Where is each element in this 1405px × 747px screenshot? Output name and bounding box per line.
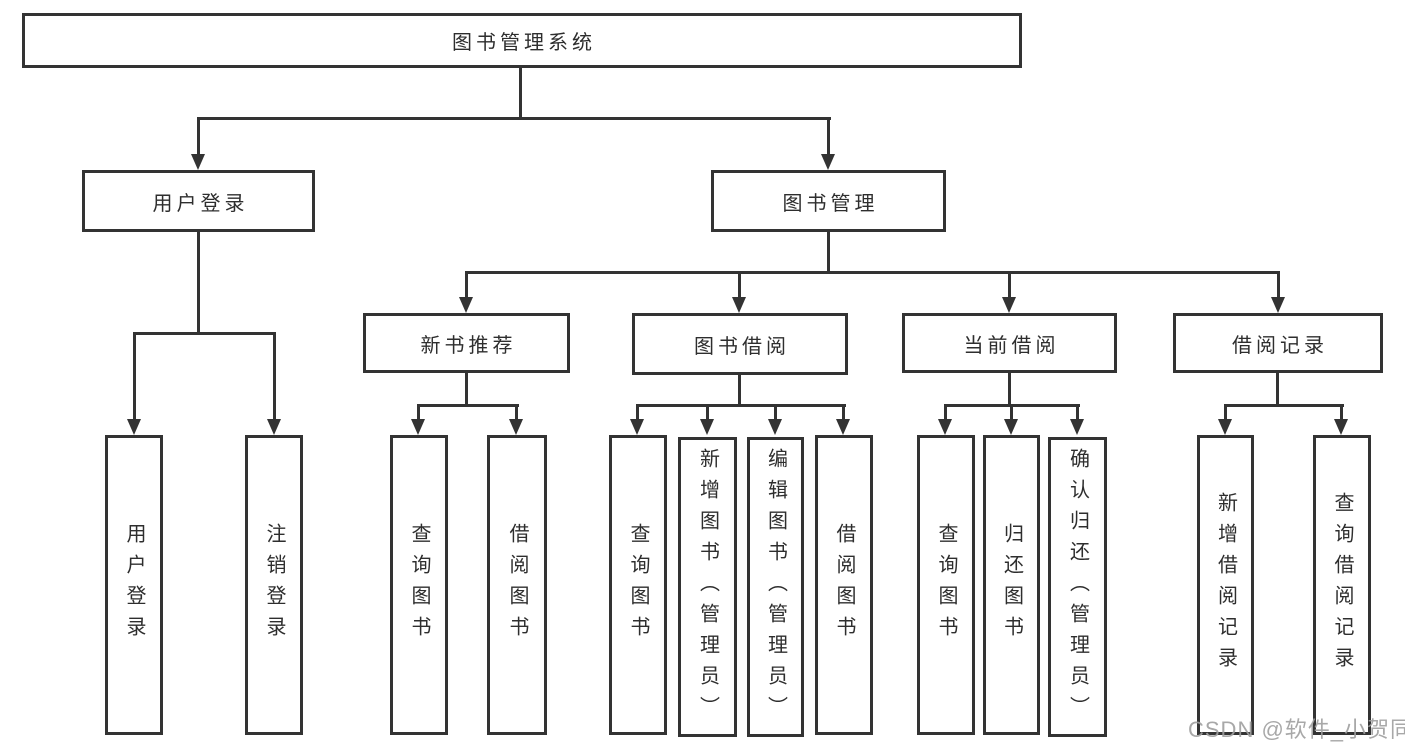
arrow-down-icon bbox=[1271, 297, 1285, 313]
leaf-query-borrow-record: 查询借阅记录 bbox=[1313, 435, 1371, 735]
arrow-down-icon bbox=[836, 419, 850, 435]
connector-drop-leaf-logout bbox=[273, 335, 276, 421]
arrow-down-icon bbox=[411, 419, 425, 435]
arrow-down-icon bbox=[1004, 419, 1018, 435]
connector-level2-rail bbox=[465, 271, 1280, 274]
connector-drop-borrow-records bbox=[1277, 274, 1280, 299]
arrow-down-icon bbox=[768, 419, 782, 435]
leaf-borrow-query-books-label: 查询图书 bbox=[627, 523, 649, 647]
arrow-down-icon bbox=[191, 154, 205, 170]
node-current-borrow: 当前借阅 bbox=[902, 313, 1117, 373]
leaf-logout: 注销登录 bbox=[245, 435, 303, 735]
leaf-add-borrow-record: 新增借阅记录 bbox=[1197, 435, 1254, 735]
arrow-down-icon bbox=[732, 297, 746, 313]
leaf-user-login-label: 用户登录 bbox=[123, 523, 145, 647]
leaf-newbook-borrow-books-label: 借阅图书 bbox=[506, 523, 528, 647]
connector-drop-cb-confirm bbox=[1076, 407, 1079, 421]
connector-drop-r-query bbox=[1340, 407, 1343, 421]
connector-drop-leaf-user-login bbox=[133, 335, 136, 421]
leaf-current-query-books-label: 查询图书 bbox=[935, 523, 957, 647]
arrow-down-icon bbox=[459, 297, 473, 313]
connector-new-book-rail bbox=[417, 404, 519, 407]
connector-user-login-rail bbox=[133, 332, 276, 335]
leaf-user-login: 用户登录 bbox=[105, 435, 163, 735]
connector-new-book-stem bbox=[465, 373, 468, 407]
leaf-borrow-query-books: 查询图书 bbox=[609, 435, 667, 735]
leaf-borrow-borrow-books: 借阅图书 bbox=[815, 435, 873, 735]
connector-book-mgmt-stem bbox=[827, 232, 830, 274]
leaf-edit-book-admin-label: 编辑图书（管理员） bbox=[764, 447, 787, 727]
node-book-borrow: 图书借阅 bbox=[632, 313, 848, 375]
node-new-book-recommend: 新书推荐 bbox=[363, 313, 570, 373]
arrow-down-icon bbox=[630, 419, 644, 435]
leaf-return-books-label: 归还图书 bbox=[1000, 523, 1023, 647]
arrow-down-icon bbox=[1002, 297, 1016, 313]
connector-drop-current-borrow bbox=[1008, 274, 1011, 299]
connector-drop-r-add bbox=[1224, 407, 1227, 421]
leaf-add-borrow-record-label: 新增借阅记录 bbox=[1214, 492, 1237, 678]
node-book-management: 图书管理 bbox=[711, 170, 946, 232]
arrow-down-icon bbox=[700, 419, 714, 435]
arrow-down-icon bbox=[938, 419, 952, 435]
connector-drop-bb-add bbox=[706, 407, 709, 421]
csdn-watermark: CSDN @软件_小贺同学 bbox=[1188, 717, 1405, 742]
arrow-down-icon bbox=[127, 419, 141, 435]
arrow-down-icon bbox=[821, 154, 835, 170]
connector-drop-cb-query bbox=[944, 407, 947, 421]
node-user-login: 用户登录 bbox=[82, 170, 315, 232]
connector-drop-bb-edit bbox=[774, 407, 777, 421]
leaf-confirm-return-admin: 确认归还（管理员） bbox=[1048, 437, 1107, 737]
leaf-return-books: 归还图书 bbox=[983, 435, 1040, 735]
connector-book-borrow-stem bbox=[738, 375, 741, 407]
leaf-confirm-return-admin-label: 确认归还（管理员） bbox=[1066, 447, 1089, 727]
leaf-logout-label: 注销登录 bbox=[263, 523, 285, 647]
connector-current-borrow-stem bbox=[1008, 373, 1011, 407]
connector-drop-cb-return bbox=[1010, 407, 1013, 421]
connector-drop-nb-borrow bbox=[515, 407, 518, 421]
leaf-add-book-admin: 新增图书（管理员） bbox=[678, 437, 737, 737]
leaf-newbook-query-books: 查询图书 bbox=[390, 435, 448, 735]
leaf-current-query-books: 查询图书 bbox=[917, 435, 975, 735]
arrow-down-icon bbox=[1218, 419, 1232, 435]
connector-drop-new-book bbox=[465, 274, 468, 299]
leaf-borrow-borrow-books-label: 借阅图书 bbox=[833, 523, 855, 647]
connector-borrow-records-stem bbox=[1276, 373, 1279, 407]
arrow-down-icon bbox=[1334, 419, 1348, 435]
arrow-down-icon bbox=[1070, 419, 1084, 435]
arrow-down-icon bbox=[267, 419, 281, 435]
connector-drop-book-borrow bbox=[738, 274, 741, 299]
leaf-newbook-borrow-books: 借阅图书 bbox=[487, 435, 547, 735]
connector-book-borrow-rail bbox=[636, 404, 846, 407]
connector-drop-book-mgmt bbox=[827, 120, 830, 156]
leaf-add-book-admin-label: 新增图书（管理员） bbox=[696, 447, 719, 727]
leaf-newbook-query-books-label: 查询图书 bbox=[408, 523, 430, 647]
arrow-down-icon bbox=[509, 419, 523, 435]
connector-user-login-stem bbox=[197, 232, 200, 335]
connector-drop-user-login bbox=[197, 120, 200, 156]
connector-drop-bb-borrow bbox=[842, 407, 845, 421]
connector-drop-bb-query bbox=[636, 407, 639, 421]
node-root-system: 图书管理系统 bbox=[22, 13, 1022, 68]
leaf-edit-book-admin: 编辑图书（管理员） bbox=[747, 437, 804, 737]
node-borrow-records: 借阅记录 bbox=[1173, 313, 1383, 373]
connector-current-borrow-rail bbox=[944, 404, 1080, 407]
connector-root-stem bbox=[519, 68, 522, 120]
connector-drop-nb-query bbox=[417, 407, 420, 421]
leaf-query-borrow-record-label: 查询借阅记录 bbox=[1331, 492, 1353, 678]
connector-level1-rail bbox=[197, 117, 831, 120]
connector-borrow-records-rail bbox=[1224, 404, 1344, 407]
